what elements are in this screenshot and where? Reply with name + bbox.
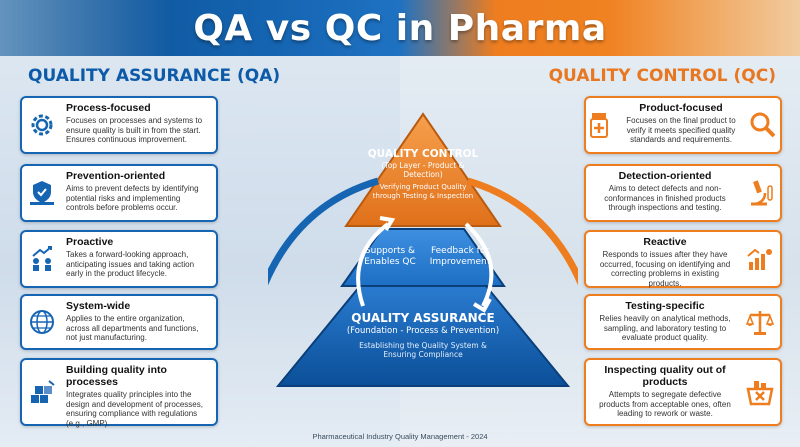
qa-card-desc: Aims to prevent defects by identifying p…	[66, 184, 199, 212]
qa-card-title: Process-focused	[66, 102, 151, 114]
qc-card-title: Detection-oriented	[618, 170, 712, 182]
qa-card-desc: Takes a forward-looking approach, antici…	[66, 250, 195, 278]
pyramid-feedback-label: Feedback for Improvement	[429, 246, 491, 267]
qc-card-title: Reactive	[643, 236, 687, 248]
qa-heading: QUALITY ASSURANCE (QA)	[28, 66, 281, 86]
qc-card-detection-oriented: Detection-oriented Aims to detect defect…	[584, 164, 782, 222]
qc-card-title: Product-focused	[639, 102, 723, 114]
pyramid-top-subtitle: (Top Layer - Product & Detection)	[381, 161, 465, 179]
qc-card-testing-specific: Testing-specific Relies heavily on analy…	[584, 294, 782, 350]
qc-card-desc: Aims to detect defects and non-conforman…	[604, 184, 726, 212]
title-banner: QA vs QC in Pharma	[0, 0, 800, 56]
qa-card-system-wide: System-wide Applies to the entire organi…	[20, 294, 218, 350]
building-blocks-icon	[22, 360, 62, 424]
reject-box-icon	[740, 360, 780, 424]
qc-card-inspecting-quality: Inspecting quality out of products Attem…	[584, 358, 782, 426]
magnifier-icon	[746, 98, 780, 152]
qa-qc-pyramid: QUALITY CONTROL (Top Layer - Product & D…	[268, 96, 578, 406]
pyramid-base-subtitle: (Foundation - Process & Prevention)	[346, 326, 500, 336]
qa-card-building-quality: Building quality into processes Integrat…	[20, 358, 218, 428]
qc-card-desc: Attempts to segregate defective products…	[599, 390, 731, 418]
pyramid-base-title: QUALITY ASSURANCE	[351, 311, 495, 325]
people-growth-icon	[22, 232, 62, 286]
qa-card-title: Proactive	[66, 236, 114, 248]
pyramid-top-description: Verifying Product Quality through Testin…	[372, 183, 474, 200]
qa-card-desc: Focuses on processes and systems to ensu…	[66, 116, 203, 144]
document-photo-right	[610, 0, 800, 56]
qc-card-product-focused: Product-focused Focuses on the final pro…	[584, 96, 782, 154]
qa-card-title: System-wide	[66, 300, 131, 312]
pyramid-top-title: QUALITY CONTROL	[367, 148, 479, 160]
qc-card-desc: Relies heavily on analytical methods, sa…	[599, 314, 731, 342]
qc-card-title: Testing-specific	[625, 300, 705, 312]
pyramid-supports-label: Supports & Enables QC	[364, 246, 416, 267]
qc-card-reactive: Reactive Responds to issues after they h…	[584, 230, 782, 288]
pyramid-base-description: Establishing the Quality System & Ensuri…	[359, 341, 487, 359]
globe-icon	[22, 296, 62, 348]
microscope-icon	[740, 166, 780, 220]
footer-caption: Pharmaceutical Industry Quality Manageme…	[312, 432, 488, 441]
page-title: QA vs QC in Pharma	[193, 7, 607, 49]
qc-card-desc: Focuses on the final product to verify i…	[626, 116, 736, 144]
pill-bottle-icon	[586, 98, 612, 152]
qa-card-desc: Applies to the entire organization, acro…	[66, 314, 199, 342]
gear-icon	[22, 98, 62, 152]
qc-card-desc: Responds to issues after they have occur…	[599, 250, 731, 288]
qa-card-title: Prevention-oriented	[66, 170, 166, 182]
qa-card-prevention-oriented: Prevention-oriented Aims to prevent defe…	[20, 164, 218, 222]
scales-icon	[740, 296, 780, 348]
shield-barrier-icon	[22, 166, 62, 220]
qa-card-proactive: Proactive Takes a forward-looking approa…	[20, 230, 218, 288]
qa-card-process-focused: Process-focused Focuses on processes and…	[20, 96, 218, 154]
qa-card-title: Building quality into processes	[66, 364, 167, 388]
qa-card-desc: Integrates quality principles into the d…	[66, 390, 203, 428]
reactive-chart-icon	[740, 232, 780, 286]
qc-heading: QUALITY CONTROL (QC)	[548, 66, 776, 86]
qc-card-title: Inspecting quality out of products	[604, 364, 726, 388]
lab-photo-left	[0, 0, 170, 56]
